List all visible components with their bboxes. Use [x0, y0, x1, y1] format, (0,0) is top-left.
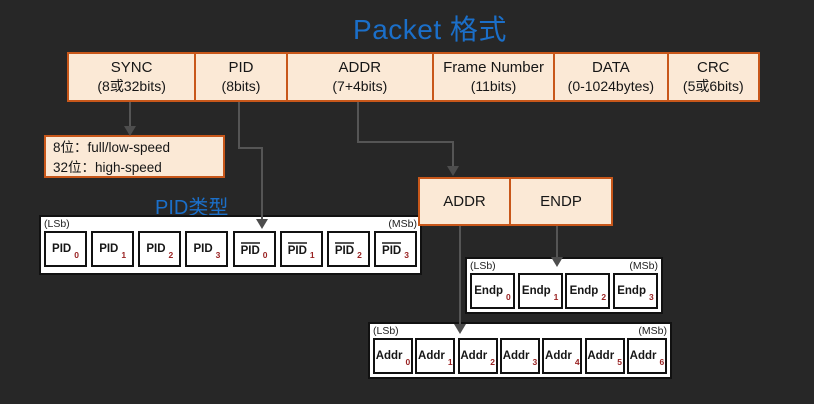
- pid-type-label: PID类型: [155, 197, 229, 219]
- field-size: (11bits): [470, 77, 517, 94]
- note-line-2: 32位：high-speed: [53, 159, 162, 175]
- field-size: (5或6bits): [682, 77, 744, 94]
- field-name: PID: [228, 58, 254, 76]
- packet-field-row: SYNC (8或32bits) PID (8bits) ADDR (7+4bit…: [67, 52, 760, 102]
- field-name: DATA: [591, 58, 630, 76]
- strip-header: (LSb) (MSb): [467, 259, 661, 273]
- arrow-pid-to-pid-strip: [238, 102, 263, 220]
- field-crc: CRC (5或6bits): [666, 54, 758, 100]
- field-size: (8或32bits): [97, 77, 166, 94]
- field-name: Frame Number: [443, 58, 544, 76]
- msb-label: (MSb): [638, 325, 667, 337]
- field-name: CRC: [697, 58, 730, 76]
- msb-label: (MSb): [388, 218, 417, 230]
- lsb-label: (LSb): [373, 325, 399, 337]
- strip-header: (LSb) (MSb): [370, 324, 670, 338]
- note-line-1: 8位：full/low-speed: [53, 140, 171, 155]
- addr-endp-box: ADDR ENDP: [418, 177, 613, 226]
- msb-label: (MSb): [629, 260, 658, 272]
- field-size: (0-1024bytes): [567, 77, 655, 94]
- field-addr: ADDR (7+4bits): [285, 54, 432, 100]
- field-sync: SYNC (8或32bits): [69, 54, 194, 100]
- field-frame-number: Frame Number (11bits): [431, 54, 553, 100]
- field-size: (7+4bits): [332, 77, 388, 94]
- arrowhead-addr: [447, 166, 459, 176]
- page-title: Packet 格式: [353, 14, 507, 45]
- sync-speed-note: 8位：full/low-speed 32位：high-speed: [44, 135, 225, 178]
- field-name: SYNC: [110, 58, 153, 76]
- lsb-label: (LSb): [470, 260, 496, 272]
- field-pid: PID (8bits): [194, 54, 285, 100]
- field-size: (8bits): [221, 77, 261, 94]
- arrow-addr-to-addrendp: [357, 102, 454, 167]
- field-data: DATA (0-1024bytes): [553, 54, 666, 100]
- strip-header: (LSb) (MSb): [41, 217, 420, 231]
- addr-cell: ADDR: [443, 193, 486, 210]
- field-name: ADDR: [338, 58, 382, 76]
- lsb-label: (LSb): [44, 218, 70, 230]
- endp-cell: ENDP: [509, 179, 611, 224]
